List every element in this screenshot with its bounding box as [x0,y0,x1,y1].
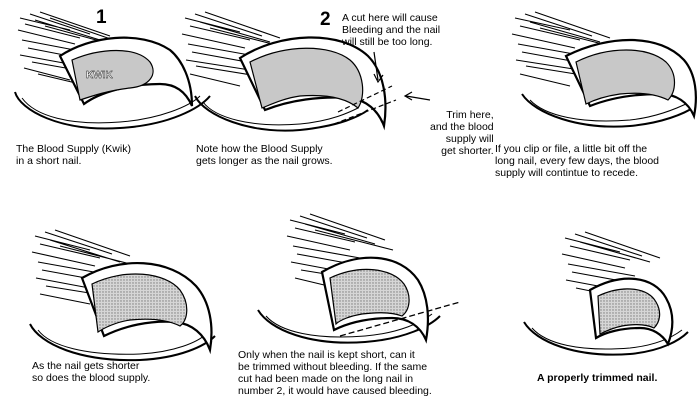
panel-2-annotation-top: A cut here will cause Bleeding and the n… [342,12,440,48]
panel-6-illustration [524,232,688,355]
panel-3-caption: If you clip or file, a little bit off th… [495,143,698,179]
panel-5-caption: Only when the nail is kept short, can it… [238,349,432,397]
panel-4-illustration [30,230,215,360]
panel-6-caption: A properly trimmed nail. [537,372,657,384]
panel-1-number: 1 [96,8,107,28]
panel-3-illustration [512,12,696,127]
panel-2-annotation-right: Trim here, and the blood supply will get… [430,109,494,157]
panel-2-number: 2 [320,10,331,30]
panel-1-caption: The Blood Supply (Kwik) in a short nail. [16,143,131,167]
panel-4-caption: As the nail gets shorter so does the blo… [32,360,150,384]
panel-5-illustration [258,214,460,343]
panel-2-caption: Note how the Blood Supply gets longer as… [196,143,333,167]
arrow-right [405,92,430,100]
kwik-label: KWIK [86,70,113,82]
